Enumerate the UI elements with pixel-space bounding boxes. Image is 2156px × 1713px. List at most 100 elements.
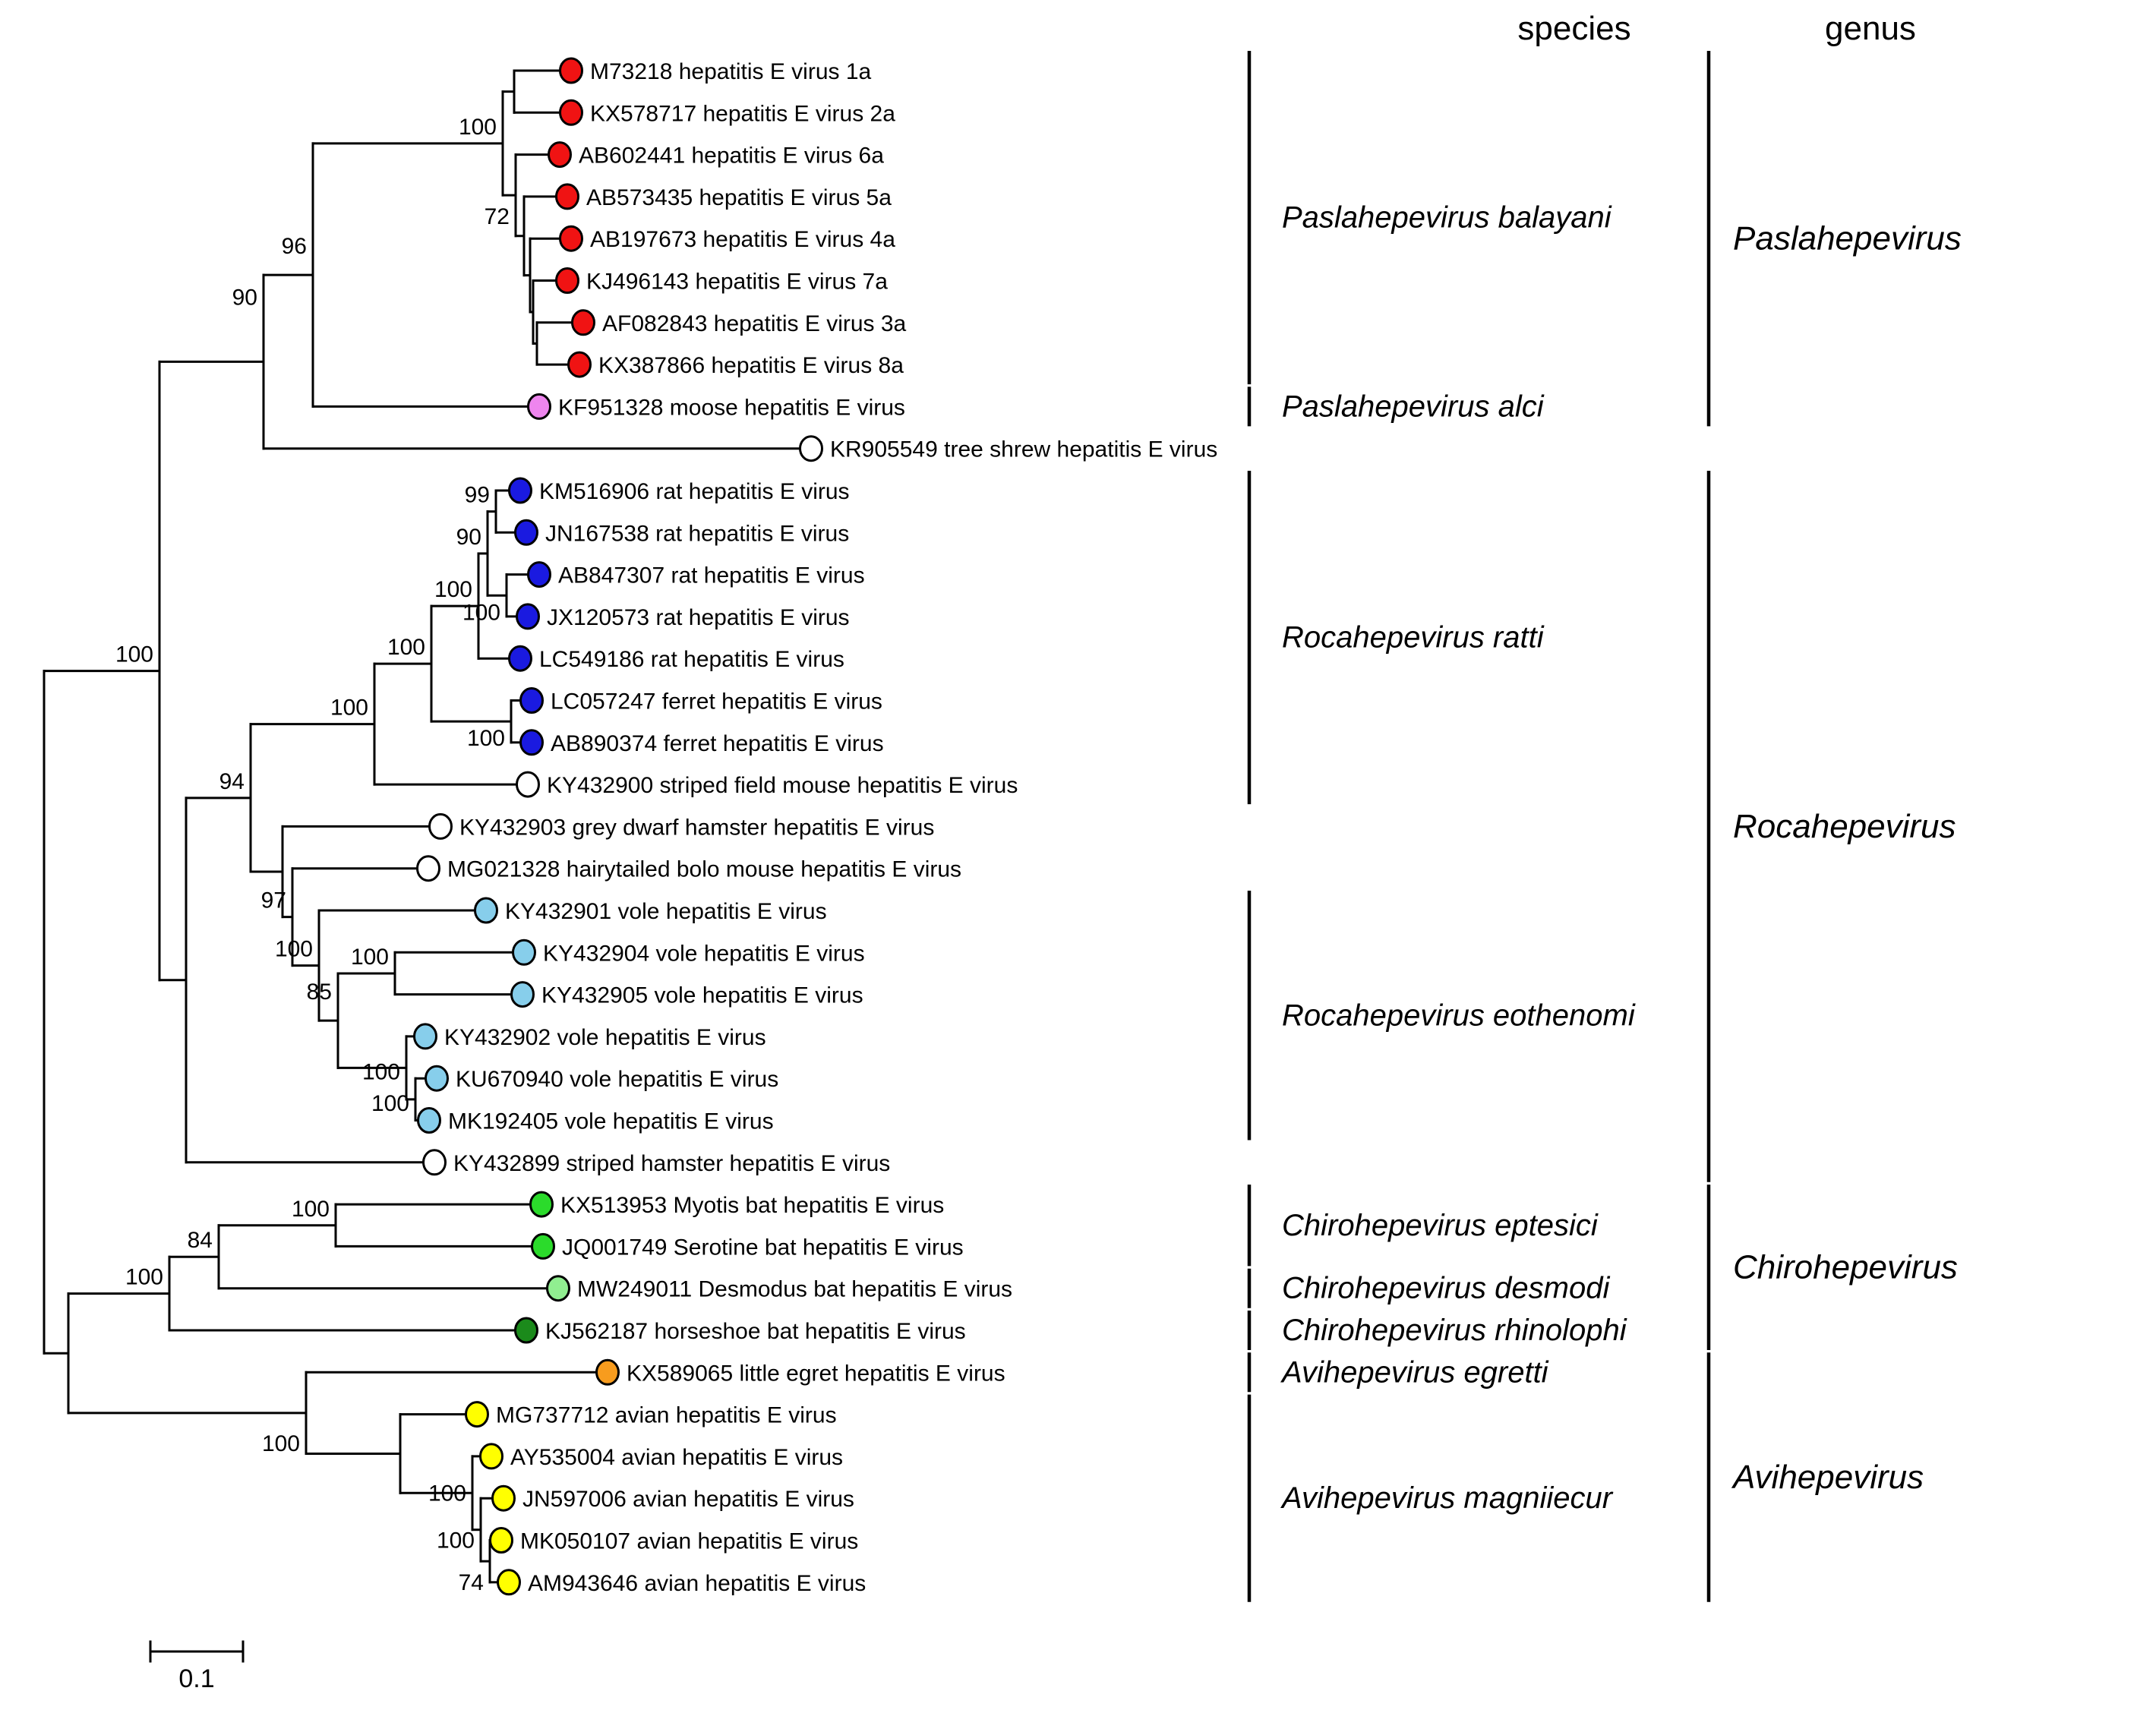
tip-label-KF951328: KF951328 moose hepatitis E virus — [558, 395, 905, 420]
species-label-3: Rocahepevirus ratti — [1282, 621, 1545, 655]
scale-bar-label: 0.1 — [178, 1664, 214, 1693]
tip-label-AB890374: AB890374 ferret hepatitis E virus — [551, 731, 884, 756]
tip-label-LC549186: LC549186 rat hepatitis E virus — [539, 647, 844, 672]
tip-circle-JN597006 — [491, 1484, 516, 1512]
tip-circle-LC057247 — [519, 687, 544, 714]
tip-circle-AF082843 — [571, 309, 595, 336]
tip-circle-KY432901 — [474, 897, 498, 924]
tip-circle-AY535004 — [479, 1443, 503, 1470]
tip-circle-MK192405 — [417, 1107, 441, 1134]
tip-label-AM943646: AM943646 avian hepatitis E virus — [528, 1571, 866, 1596]
tip-circle-KJ496143 — [555, 267, 579, 294]
bootstrap-label-nD4: 100 — [437, 1528, 475, 1554]
tip-label-JQ001749: JQ001749 Serotine bat hepatitis E virus — [562, 1235, 964, 1260]
tip-label-KX513953: KX513953 Myotis bat hepatitis E virus — [560, 1193, 944, 1218]
tip-circle-AB602441 — [548, 141, 572, 169]
tip-label-KY432899: KY432899 striped hamster hepatitis E vir… — [453, 1151, 890, 1176]
tip-circle-KY432902 — [413, 1023, 437, 1050]
tip-label-KJ562187: KJ562187 horseshoe bat hepatitis E virus — [545, 1319, 966, 1344]
species-label-4: Rocahepevirus eothenomi — [1282, 998, 1636, 1032]
tip-circle-KY432905 — [510, 981, 535, 1008]
tip-label-KR905549: KR905549 tree shrew hepatitis E virus — [830, 437, 1217, 462]
species-label-7: Chirohepevirus rhinolophi — [1282, 1314, 1627, 1347]
species-label-8: Avihepevirus egretti — [1280, 1355, 1549, 1389]
tip-label-KU670940: KU670940 vole hepatitis E virus — [456, 1067, 778, 1092]
tip-circle-KY432904 — [512, 939, 536, 966]
bootstrap-label-n96: 96 — [282, 234, 307, 259]
tip-circle-KM516906 — [508, 477, 532, 504]
bootstrap-label-nP45: 100 — [351, 945, 389, 970]
tip-label-MK192405: MK192405 vole hepatitis E virus — [448, 1109, 774, 1134]
bootstrap-label-nVole: 100 — [275, 937, 313, 962]
bootstrap-label-nABJX: 100 — [462, 600, 500, 625]
bootstrap-label-nC4: 100 — [428, 1481, 466, 1506]
scale-bar: 0.1 — [149, 1640, 245, 1693]
tip-label-JX120573: JX120573 rat hepatitis E virus — [547, 605, 850, 630]
tip-circle-KR905549 — [799, 435, 823, 462]
bootstrap-label-nRat5: 100 — [434, 577, 472, 602]
tip-circle-KX387866 — [567, 351, 592, 378]
bootstrap-label-n94: 94 — [219, 769, 245, 794]
bootstrap-label-nE4: 74 — [459, 1570, 484, 1595]
tip-label-KY432903: KY432903 grey dwarf hamster hepatitis E … — [459, 815, 934, 840]
tip-circle-KY432903 — [428, 812, 453, 840]
tip-label-KY432902: KY432902 vole hepatitis E virus — [444, 1025, 766, 1050]
tip-label-MK050107: MK050107 avian hepatitis E virus — [520, 1529, 858, 1554]
tip-label-AY535004: AY535004 avian hepatitis E virus — [510, 1445, 843, 1470]
tip-label-LC057247: LC057247 ferret hepatitis E virus — [551, 689, 882, 715]
bootstrap-label-n72: 72 — [485, 204, 510, 229]
tip-label-MW249011: MW249011 Desmodus bat hepatitis E virus — [577, 1277, 1012, 1302]
tip-circle-AB573435 — [555, 183, 579, 210]
tip-circle-KY432899 — [422, 1149, 447, 1176]
bootstrap-label-nBatP: 100 — [292, 1197, 330, 1222]
tip-circle-KJ562187 — [514, 1317, 538, 1344]
tip-circle-KX513953 — [529, 1191, 554, 1218]
tip-label-KY432901: KY432901 vole hepatitis E virus — [505, 899, 827, 924]
tip-label-KY432900: KY432900 striped field mouse hepatitis E… — [547, 773, 1018, 798]
genus-label-4: Avihepevirus — [1731, 1459, 1924, 1496]
bootstrap-label-nFer: 100 — [467, 726, 505, 751]
species-label-1: Paslahepevirus balayani — [1282, 201, 1612, 235]
bootstrap-label-n90: 90 — [232, 285, 257, 310]
tip-label-AB573435: AB573435 hepatitis E virus 5a — [586, 185, 892, 210]
bootstrap-label-n90r: 90 — [456, 525, 481, 550]
genus-label-2: Rocahepevirus — [1733, 808, 1956, 845]
tip-label-KM516906: KM516906 rat hepatitis E virus — [539, 479, 850, 504]
tip-circle-M73218 — [559, 57, 583, 84]
tip-circle-JX120573 — [516, 603, 540, 630]
tip-circle-KX578717 — [559, 99, 583, 126]
tip-label-AB847307: AB847307 rat hepatitis E virus — [558, 563, 865, 588]
species-column-header: species — [1517, 10, 1630, 47]
bootstrap-label-n99: 99 — [465, 483, 490, 508]
tip-label-KX387866: KX387866 hepatitis E virus 8a — [598, 353, 904, 378]
tip-circle-MK050107 — [489, 1527, 513, 1554]
tip-circle-JQ001749 — [531, 1232, 555, 1260]
species-label-6: Chirohepevirus desmodi — [1282, 1272, 1610, 1305]
genus-label-1: Paslahepevirus — [1733, 220, 1962, 257]
tip-circle-KX589065 — [595, 1358, 620, 1386]
tip-label-AB197673: AB197673 hepatitis E virus 4a — [590, 227, 895, 252]
tip-label-JN597006: JN597006 avian hepatitis E virus — [522, 1487, 854, 1512]
genus-label-3: Chirohepevirus — [1733, 1249, 1958, 1286]
bootstrap-label-nRF: 100 — [387, 635, 425, 660]
tip-label-KY432904: KY432904 vole hepatitis E virus — [543, 941, 865, 966]
tip-circle-KU670940 — [425, 1065, 449, 1092]
tip-circle-AB847307 — [527, 561, 551, 588]
tip-circle-AM943646 — [497, 1569, 521, 1596]
tip-label-MG021328: MG021328 hairytailed bolo mouse hepatiti… — [447, 857, 961, 882]
bootstrap-label-n100b: 100 — [459, 115, 497, 140]
tip-label-JN167538: JN167538 rat hepatitis E virus — [545, 521, 849, 546]
tip-label-M73218: M73218 hepatitis E virus 1a — [590, 59, 872, 84]
tip-label-KJ496143: KJ496143 hepatitis E virus 7a — [586, 270, 888, 295]
bootstrap-label-nAvi: 100 — [262, 1431, 300, 1456]
tip-circle-KY432900 — [516, 771, 540, 798]
tip-circle-MG737712 — [465, 1401, 489, 1428]
bootstrap-label-n100a: 100 — [115, 642, 153, 667]
tip-label-KY432905: KY432905 vole hepatitis E virus — [541, 983, 863, 1008]
species-label-5: Chirohepevirus eptesici — [1282, 1209, 1599, 1242]
bootstrap-label-nChiro: 100 — [125, 1265, 163, 1290]
species-label-2: Paslahepevirus alci — [1282, 390, 1545, 423]
bootstrap-label-nTrio: 100 — [362, 1059, 400, 1084]
